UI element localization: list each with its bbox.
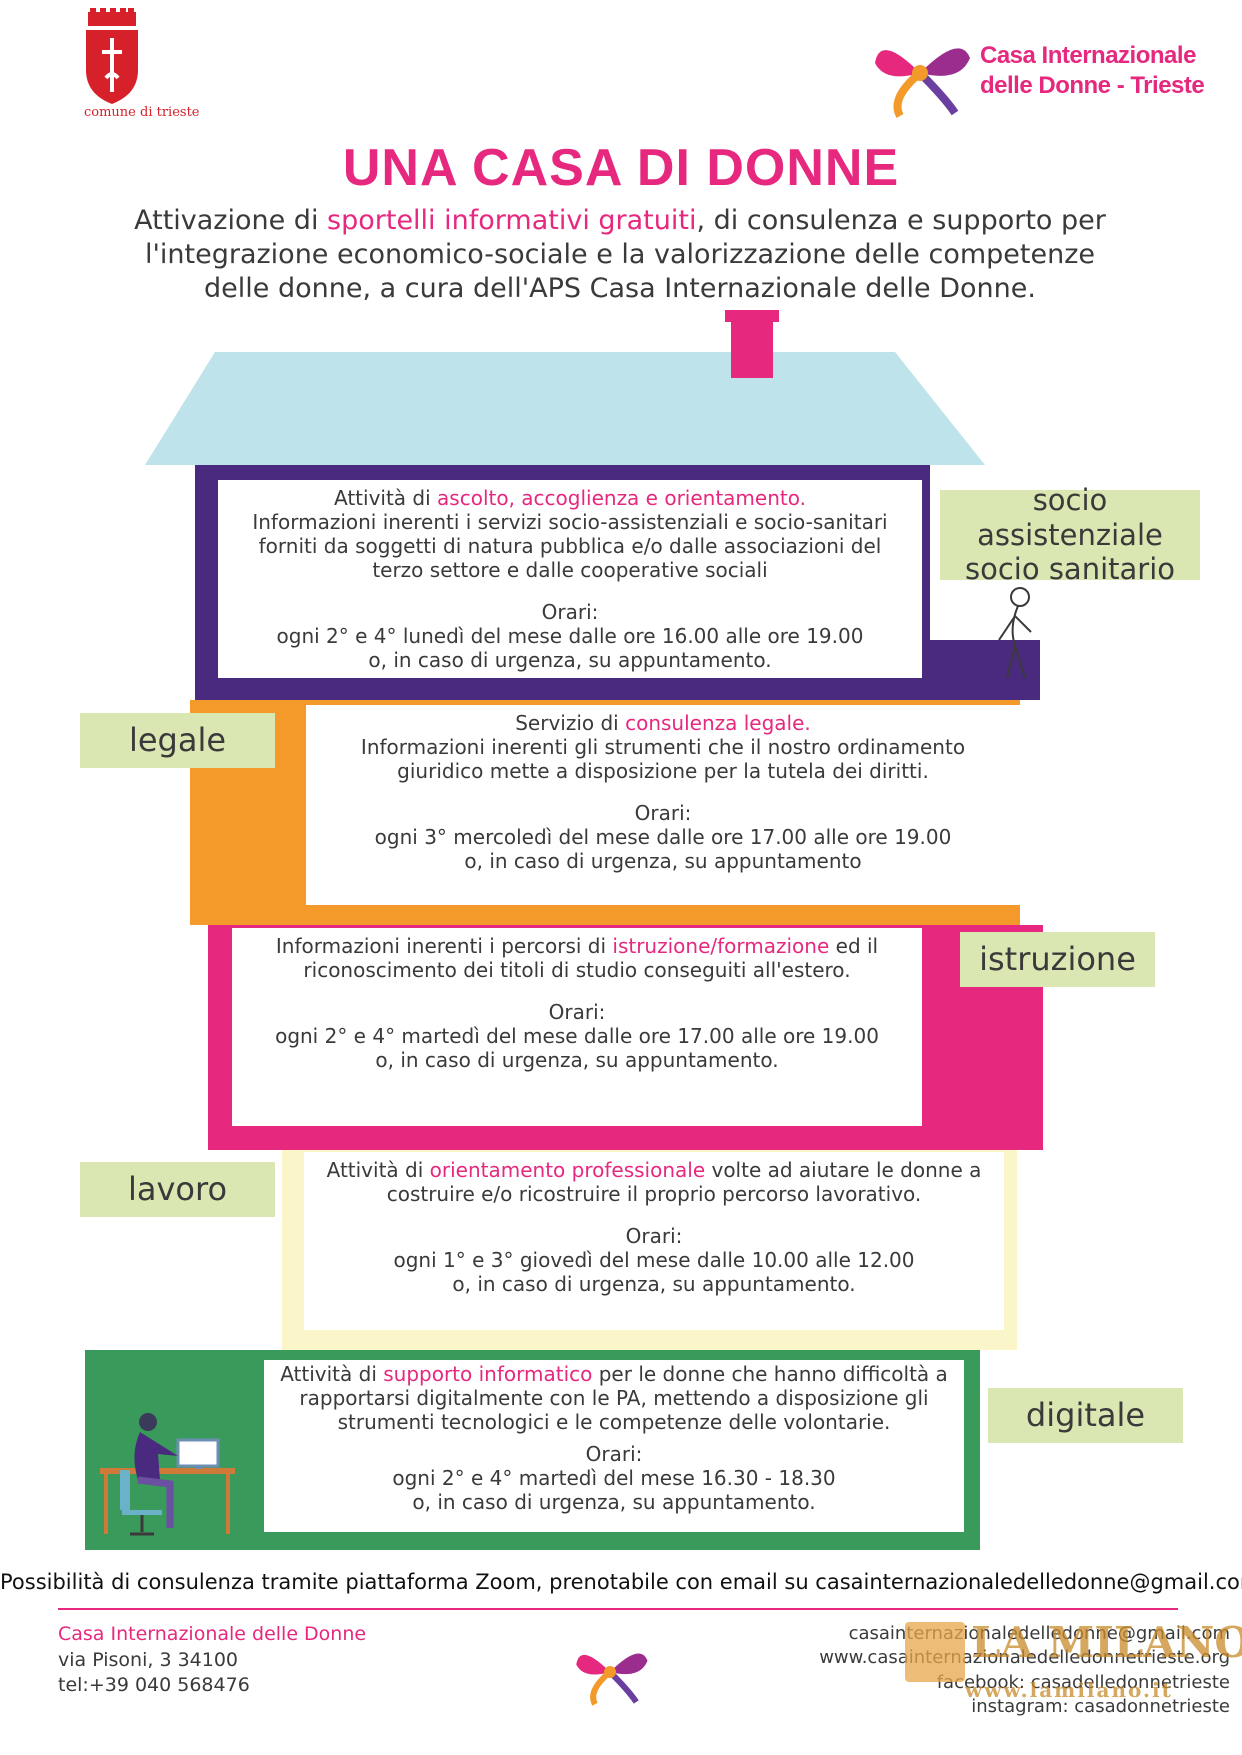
trieste-crest-icon <box>86 8 138 104</box>
footer-facebook[interactable]: facebook: casadelledonnetrieste <box>936 1671 1230 1693</box>
footer-ribbon-icon <box>576 1653 648 1706</box>
card-istruzione: Informazioni inerenti i percorsi di istr… <box>232 928 922 1126</box>
legale-desc: Informazioni inerenti gli strumenti che … <box>360 735 966 783</box>
page-title: UNA CASA DI DONNE <box>342 139 900 197</box>
tag-socio-line2: socio sanitario <box>965 552 1175 587</box>
comune-logo: comune di trieste <box>66 8 200 120</box>
watermark-name: LA MILANO <box>971 1618 1242 1667</box>
org-logo-line2: delle Donne - Trieste <box>980 72 1205 99</box>
intro-part1: Attivazione di <box>134 205 328 236</box>
socio-orari-label: Orari: <box>541 600 599 624</box>
digitale-intro: Attività di <box>280 1362 384 1386</box>
footer-divider <box>58 1608 1178 1610</box>
socio-orari: ogni 2° e 4° lunedì del mese dalle ore 1… <box>276 624 864 648</box>
white-side-panel <box>930 580 1040 640</box>
intro-part2: , di consulenza e supporto per l'integra… <box>144 205 1106 304</box>
comune-label: comune di trieste <box>84 105 200 120</box>
lavoro-desc: volte ad aiutare le donne a costruire e/… <box>386 1158 982 1206</box>
watermark-url: www.lamilano.it <box>965 1678 1173 1702</box>
footer-phone: tel:+39 040 568476 <box>58 1674 250 1697</box>
digitale-highlight: supporto informatico <box>383 1362 593 1386</box>
lavoro-orari: ogni 1° e 3° giovedì del mese dalle 10.0… <box>393 1248 915 1272</box>
lavoro-urgency: o, in caso di urgenza, su appuntamento. <box>452 1272 856 1296</box>
ribbon-bow-icon <box>875 48 970 118</box>
card-socio: Attività di ascolto, accoglienza e orien… <box>218 480 922 678</box>
lavoro-intro: Attività di <box>326 1158 430 1182</box>
org-logo: Casa Internazionale delle Donne - Triest… <box>860 28 1205 118</box>
tag-socio-line1: socio assistenziale <box>977 482 1163 552</box>
intro-highlight: sportelli informativi gratuiti <box>327 205 697 236</box>
roof <box>145 352 985 465</box>
card-digitale: Attività di supporto informatico per le … <box>264 1360 964 1532</box>
socio-intro: Attività di <box>334 486 438 510</box>
socio-urgency: o, in caso di urgenza, su appuntamento. <box>368 648 772 672</box>
socio-highlight: ascolto, accoglienza e orientamento. <box>437 486 806 510</box>
istruzione-orari-label: Orari: <box>548 1000 606 1024</box>
istruzione-desc: ed il riconoscimento dei titoli di studi… <box>303 934 879 982</box>
tag-socio: socio assistenziale socio sanitario <box>940 483 1200 586</box>
socio-desc: Informazioni inerenti i servizi socio-as… <box>252 510 888 582</box>
legale-orari: ogni 3° mercoledì del mese dalle ore 17.… <box>374 825 952 849</box>
footer-address: via Pisoni, 3 34100 <box>58 1648 239 1671</box>
legale-orari-label: Orari: <box>634 801 692 825</box>
tag-legale: legale <box>80 713 275 768</box>
card-lavoro: Attività di orientamento professionale v… <box>304 1152 1004 1330</box>
digitale-desc: per le donne che hanno difficoltà a rapp… <box>299 1362 948 1434</box>
digitale-orari-label: Orari: <box>585 1442 643 1466</box>
watermark: LA MILANO www.lamilano.it <box>905 1618 1242 1708</box>
watermark-logo-icon <box>905 1622 965 1682</box>
digitale-urgency: o, in caso di urgenza, su appuntamento. <box>412 1490 816 1514</box>
footer-instagram[interactable]: instagram: casadonnetrieste <box>971 1695 1230 1717</box>
woman-standing-icon <box>998 587 1032 679</box>
lavoro-highlight: orientamento professionale <box>429 1158 706 1182</box>
istruzione-orari: ogni 2° e 4° martedì del mese dalle ore … <box>275 1024 879 1048</box>
footer-org-name: Casa Internazionale delle Donne <box>58 1623 367 1645</box>
footer-contact: Casa Internazionale delle Donne via Piso… <box>58 1622 366 1699</box>
legale-intro: Servizio di <box>515 711 626 735</box>
intro-text: Attivazione di sportelli informativi gra… <box>120 204 1120 305</box>
tag-istruzione: istruzione <box>960 932 1155 987</box>
legale-highlight: consulenza legale. <box>625 711 811 735</box>
digitale-orari: ogni 2° e 4° martedì del mese 16.30 - 18… <box>392 1466 836 1490</box>
istruzione-highlight: istruzione/formazione <box>612 934 830 958</box>
org-logo-line1: Casa Internazionale <box>980 42 1196 69</box>
card-legale: Servizio di consulenza legale. Informazi… <box>306 705 1020 905</box>
lavoro-orari-label: Orari: <box>625 1224 683 1248</box>
legale-urgency: o, in caso di urgenza, su appuntamento <box>464 849 862 873</box>
istruzione-intro: Informazioni inerenti i percorsi di <box>275 934 613 958</box>
istruzione-urgency: o, in caso di urgenza, su appuntamento. <box>375 1048 779 1072</box>
zoom-note: Possibilità di consulenza tramite piatta… <box>0 1570 1242 1594</box>
tag-digitale: digitale <box>988 1388 1183 1443</box>
woman-at-desk-icon <box>100 1413 235 1536</box>
tag-lavoro: lavoro <box>80 1162 275 1217</box>
